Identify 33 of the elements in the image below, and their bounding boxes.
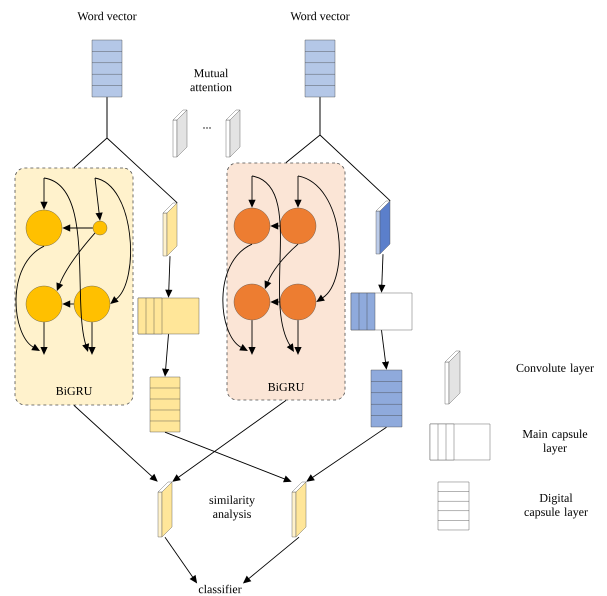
connector-line xyxy=(320,96,391,202)
main-capsule-block xyxy=(350,292,412,330)
digital-capsule-stack xyxy=(150,376,180,432)
conv-layer-slab xyxy=(376,200,390,254)
arrow xyxy=(94,178,131,304)
neuron-circle xyxy=(26,286,62,322)
output-label: classifier xyxy=(198,584,242,594)
arrow xyxy=(298,176,340,302)
connector-line xyxy=(106,96,178,204)
neuron-circle xyxy=(74,286,110,322)
neuron-circle xyxy=(26,210,62,246)
heading: Word vector xyxy=(290,12,350,20)
legend-label: Main capsule layer xyxy=(522,430,588,454)
arrow xyxy=(16,246,44,351)
neuron-circle xyxy=(92,220,108,236)
legend-label: Convolute layer xyxy=(516,364,594,374)
digital-capsule-stack xyxy=(370,370,402,428)
main-capsule-block xyxy=(138,298,200,334)
conv-layer-slab xyxy=(162,202,178,256)
conv-layer-slab xyxy=(292,482,306,538)
arrow xyxy=(222,244,252,351)
heading: Word vector xyxy=(77,12,137,20)
panel-label: BiGRU xyxy=(56,386,92,396)
conv-layer-slab xyxy=(158,482,172,538)
neuron-circle xyxy=(280,208,316,244)
analysis-label: similarity analysis xyxy=(210,496,255,520)
ellipsis: ... xyxy=(203,127,211,129)
legend-label: Digital capsule layer xyxy=(524,494,588,518)
attention-label: Mutual attention xyxy=(190,68,232,92)
neuron-circle xyxy=(234,208,270,244)
neuron-circle xyxy=(234,284,270,320)
neuron-circle xyxy=(280,284,316,320)
panel-label: BiGRU xyxy=(268,382,304,392)
